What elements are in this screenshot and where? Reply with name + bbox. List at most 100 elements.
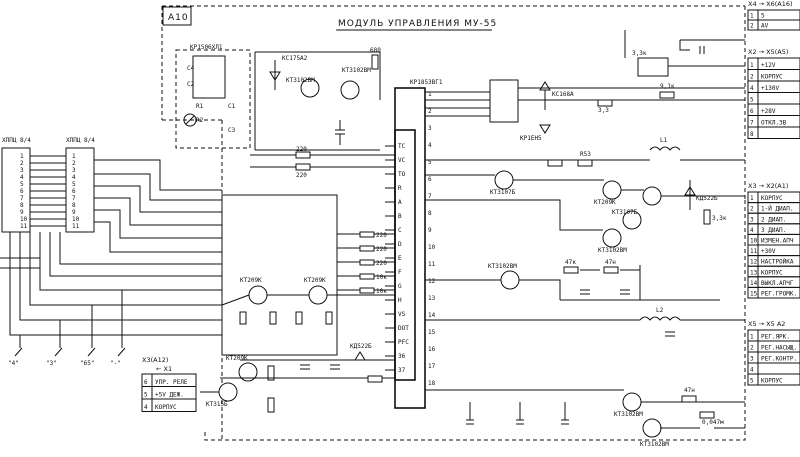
connector-pin: 11 [750, 248, 758, 255]
svg-text:C3: C3 [228, 127, 236, 134]
ic-pin-label: DOT [398, 325, 409, 332]
connector-pin-label: 1 [72, 153, 76, 160]
ic-pin-label: E [398, 255, 402, 262]
connector-pin-label: 3 [20, 167, 24, 174]
left-bus [0, 155, 222, 336]
connector-pin: 2 [750, 74, 754, 81]
connector-pin-label: 10 [20, 216, 28, 223]
connector-sub: ← X1 [156, 365, 172, 373]
resistor-value-label: 10к [376, 288, 387, 295]
connector-row-label: 5 [761, 13, 765, 20]
diagram-title: МОДУЛЬ УПРАВЛЕНИЯ МУ-55 [338, 19, 497, 29]
connector-pin-label: 4 [72, 174, 76, 181]
connector-header: X4 → X6(A16) [748, 0, 793, 8]
ic-pin-label: B [398, 213, 402, 220]
connector-row-label: КОРПУС [761, 269, 783, 276]
ic-pin-label: VC [398, 157, 406, 164]
connector-row-label: РЕГ.ЯРК. [761, 334, 790, 341]
connector-pin-label: 11 [72, 223, 80, 230]
svg-text:R2: R2 [196, 117, 204, 124]
connector-pin-label: 7 [72, 195, 76, 202]
connector-pin: 5 [750, 378, 754, 385]
connector-row-label: НАСТРОЙКА [761, 259, 794, 266]
vt5-label: КТ209К [304, 277, 326, 284]
svg-text:3,3к: 3,3к [712, 215, 727, 222]
block-id: A10 [168, 13, 189, 23]
connector-pin-label: 2 [72, 160, 76, 167]
connector-pin: 8 [750, 131, 754, 138]
r49-label: 47к [565, 259, 576, 266]
vt11-label: КТ3102ВМ [598, 247, 627, 254]
r58-label: 9,1к [660, 83, 675, 90]
ic-pin-label: 18 [428, 380, 436, 387]
connector-pin-label: 8 [72, 202, 76, 209]
vt13-label: КТ3107Б [612, 209, 638, 216]
svg-text:C2: C2 [187, 81, 195, 88]
ic-pin-label: PFC [398, 339, 409, 346]
ic-d2-label: КР1853ВГ1 [410, 79, 443, 86]
i1-block: КР1506ХЛ1 C4 C2 R1 R2 C1 C3 [175, 44, 251, 149]
connector-row-label: ОТКЛ.ЗВ [761, 120, 787, 127]
connector-pin-label: 8 [20, 202, 24, 209]
vd4-label: КД522Б [350, 343, 372, 350]
power-zone: 3,3к 3,3 9,1к КС168А КР1ЕН5 [425, 30, 745, 142]
connector-pin: 4 [750, 367, 754, 374]
ic-pin-label: 7 [428, 193, 432, 200]
connector-row-label: РЕГ.НАСЫЩ. [761, 345, 797, 352]
connector-header: X5 → X5 A2 [748, 320, 785, 328]
connector-pin-label: 5 [72, 181, 76, 188]
ic-pin-label: H [398, 297, 402, 304]
connector-pin: 6 [144, 379, 148, 386]
connector-row-label: РЕГ.КОНТР. [761, 356, 797, 363]
connector-row-label: +12V [761, 62, 776, 69]
connector-pin-label: 1 [20, 153, 24, 160]
r56-label: 47н [684, 387, 695, 394]
connector-row-label: АV [761, 23, 769, 30]
connector-pin: 14 [750, 280, 758, 287]
vd6-label: КС168А [552, 91, 574, 98]
connector-row-label: 3 ДИАП. [761, 227, 786, 234]
ic-pin-label: TO [398, 171, 406, 178]
connector-pin: 4 [144, 404, 148, 411]
ic-pin-label: G [398, 283, 402, 290]
r57-label: 0,047м [702, 419, 724, 426]
connector-pin-label: 7 [20, 195, 24, 202]
connector-row-label: ИЗМЕН.АПЧ [761, 238, 794, 245]
left-switches: "4" "3" "65" "-" [8, 290, 126, 367]
ic-pin-label: 6 [428, 176, 432, 183]
svg-text:L1: L1 [660, 137, 668, 144]
connector-pin: 1 [750, 62, 754, 69]
connector-pin-label: 6 [72, 188, 76, 195]
connector-pin: 12 [750, 259, 758, 266]
connector-pin-label: 9 [72, 209, 76, 216]
ic-pin-label: 5 [428, 159, 432, 166]
connector-pin: 7 [750, 120, 754, 127]
connector-row-label: 2 ДИАП. [761, 216, 786, 223]
connector-pin: 15 [750, 291, 758, 298]
r16-label: 680 [370, 47, 381, 54]
vt12-label: КТ3107Б [490, 189, 516, 196]
connector-pin-label: 9 [20, 209, 24, 216]
ic-pin-label: 11 [428, 261, 436, 268]
ic-pin-label: 2 [428, 108, 432, 115]
resistor-value-label: 220 [376, 232, 387, 239]
connector-row-label: +28V [761, 108, 776, 115]
ic-pin-label: D [398, 241, 402, 248]
connector-header: X3(A12) [142, 356, 168, 364]
ic-pin-label: 15 [428, 329, 436, 336]
vt16-label: КТ3102ВМ [640, 441, 669, 448]
connector-pin: 6 [750, 108, 754, 115]
svg-text:C4: C4 [187, 65, 195, 72]
connector-row-label: КОРПУС [761, 195, 783, 202]
connector-row-label: РЕГ.ГРОМК. [761, 291, 797, 298]
connector-pin-label: 3 [72, 167, 76, 174]
svg-text:R1: R1 [196, 103, 204, 110]
ic-pin-label: A [398, 199, 402, 206]
connector-pin: 5 [750, 97, 754, 104]
vt15-label: КТ3102ВМ [614, 411, 643, 418]
